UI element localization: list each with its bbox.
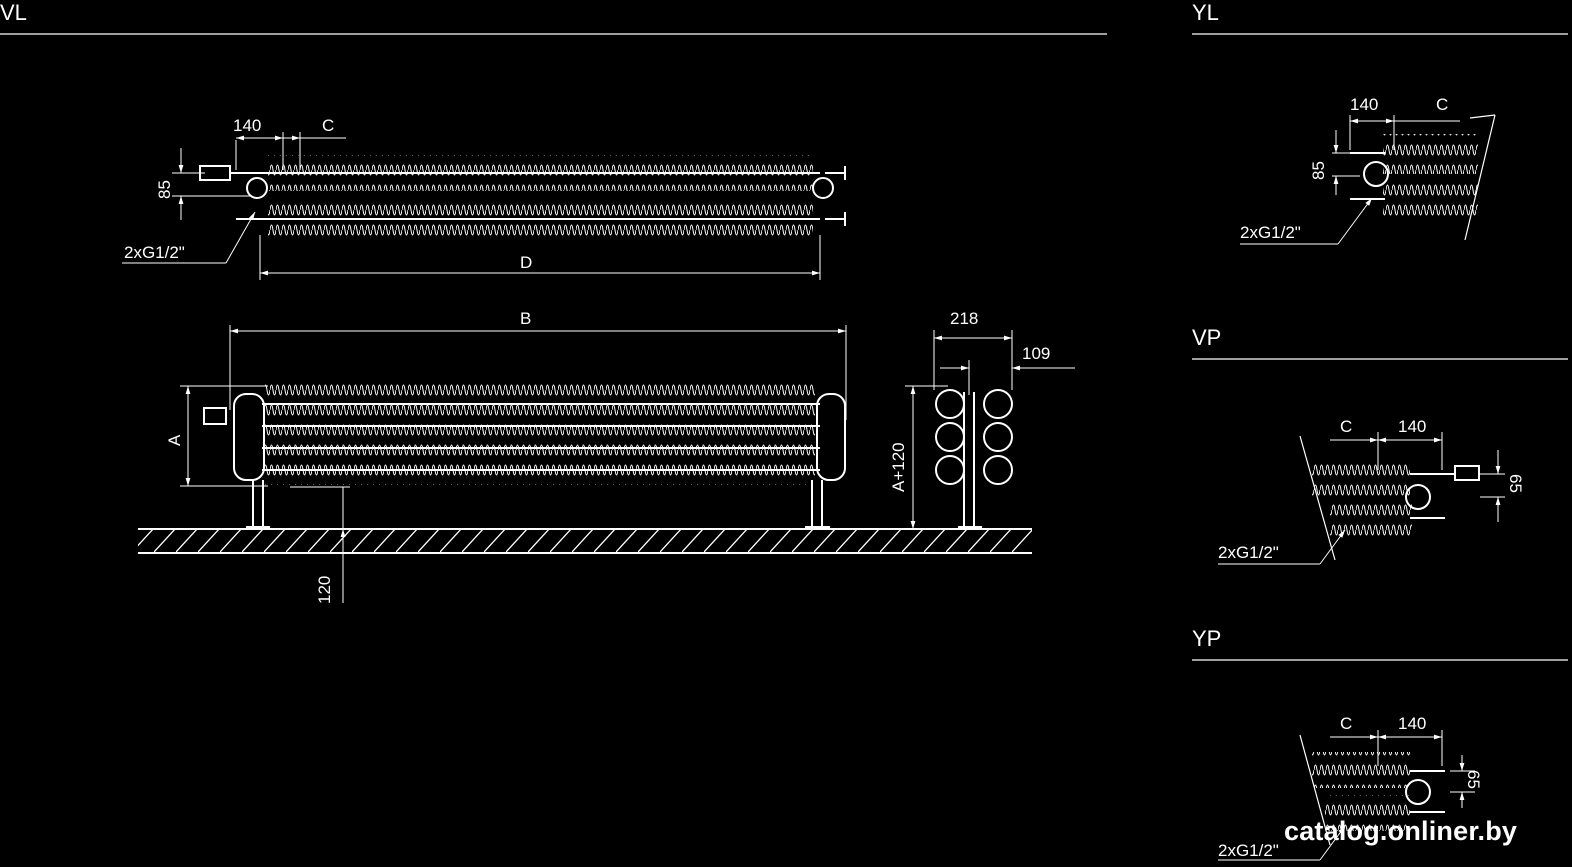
yl-dim-140-label: 140 (1350, 95, 1378, 114)
vp-connection-leader (1319, 529, 1346, 565)
side-loop (935, 455, 965, 485)
yl-dim-c-label: C (1436, 95, 1448, 114)
yp-break (1299, 734, 1331, 846)
yl-break (1469, 114, 1496, 119)
vp-dim-c-label: C (1340, 417, 1352, 436)
section-yl-header: YL (1192, 0, 1568, 35)
section-yl-title: YL (1192, 0, 1219, 25)
left-collector-front (233, 393, 265, 481)
connection-label: 2xG1/2" (124, 243, 185, 262)
dim-a-label: A (165, 434, 184, 446)
vp-collector (1405, 484, 1431, 510)
yl-connection-label: 2xG1/2" (1240, 223, 1301, 242)
vp-break (1299, 435, 1336, 561)
section-yp-header: YP (1192, 626, 1568, 661)
side-loop (935, 389, 965, 419)
dim-b-label: B (520, 309, 531, 328)
vp-dim-140-label: 140 (1398, 417, 1426, 436)
yp-dim-140-label: 140 (1398, 714, 1426, 733)
side-loop (935, 422, 965, 452)
section-vl-title: VL (0, 0, 27, 25)
yp-fins-upper (1312, 752, 1410, 788)
vp-pipes (1410, 473, 1455, 519)
vp-connection-label: 2xG1/2" (1218, 543, 1279, 562)
yp-pipes (1410, 770, 1445, 813)
side-loop (983, 389, 1013, 419)
yp-connection-leader (1319, 825, 1346, 861)
side-leg (958, 392, 982, 528)
side-loop (983, 455, 1013, 485)
vp-detail: C 140 65 2xG1/2" (1218, 417, 1525, 565)
right-collector (812, 177, 834, 199)
yl-dim-85-label: 85 (1309, 161, 1328, 180)
side-loop (983, 422, 1013, 452)
section-vl-header: VL (0, 0, 1107, 35)
yp-fins-lower (1325, 795, 1410, 831)
right-caps (825, 166, 846, 226)
vl-front-view: B A 120 (138, 309, 1032, 604)
yl-connection-leader (1337, 197, 1373, 245)
dim-85-label: 85 (155, 180, 174, 199)
watermark: catalog.onliner.by (1284, 816, 1518, 846)
vl-top-view: 140 C 85 D 2xG1/2" (122, 116, 846, 280)
right-collector-front (816, 393, 846, 481)
section-yp-title: YP (1192, 626, 1221, 651)
dim-140-label: 140 (233, 116, 261, 135)
dim-218-label: 218 (950, 309, 978, 328)
yl-break (1464, 114, 1496, 241)
connection-leader (225, 211, 256, 264)
legs (252, 480, 823, 527)
yp-dim-65-label: 65 (1464, 770, 1483, 789)
left-collector (246, 177, 268, 199)
yl-detail: 140 C 85 2xG1/2" (1240, 95, 1496, 245)
dim-c-label: C (322, 116, 334, 135)
section-vp-header: VP (1192, 325, 1568, 360)
vp-fins-upper (1312, 456, 1410, 496)
dim-120-label: 120 (315, 576, 334, 604)
yp-dim-c-label: C (1340, 714, 1352, 733)
section-vp-title: VP (1192, 325, 1221, 350)
yp-collector (1405, 779, 1431, 805)
yp-connection-label: 2xG1/2" (1218, 841, 1279, 860)
side-view: 218 109 A+120 (889, 309, 1075, 529)
yl-fins-lower (1383, 180, 1478, 222)
dim-d-label: D (520, 253, 532, 272)
front-fin-block (265, 383, 815, 485)
yl-fins-upper (1383, 134, 1478, 174)
dim-a120-label: A+120 (889, 442, 908, 492)
floor-hatch (138, 529, 1032, 553)
vp-dim-65-label: 65 (1506, 474, 1525, 493)
vp-valve (1454, 465, 1480, 481)
valve-front (203, 407, 227, 425)
yp-detail: C 140 65 2xG1/2" (1218, 714, 1483, 861)
yl-collector (1363, 161, 1389, 187)
front-tubes (262, 403, 820, 471)
dim-109-label: 109 (1022, 344, 1050, 363)
